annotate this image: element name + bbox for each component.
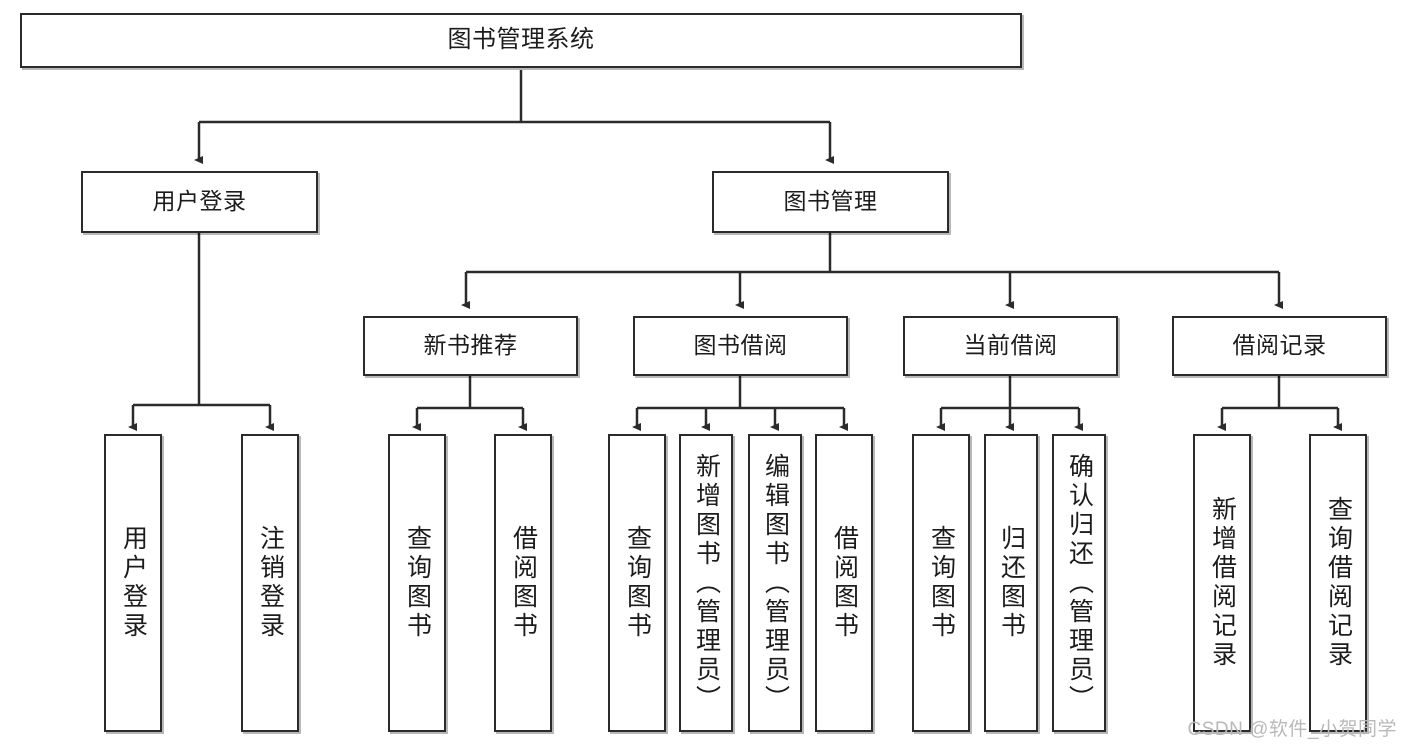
leaf-book-borrow-add-label: 新增图书（管理员） — [692, 452, 721, 714]
node-user-login-label: 用户登录 — [152, 188, 247, 215]
node-book-management-label: 图书管理 — [783, 188, 878, 215]
watermark: CSDN @软件_小贺同学 — [1187, 719, 1397, 740]
leaf-current-borrow-confirm[interactable]: 确认归还（管理员） — [1052, 434, 1106, 732]
leaf-new-book-borrow[interactable]: 借阅图书 — [494, 434, 552, 732]
leaf-new-book-query-label: 查询图书 — [403, 525, 432, 641]
leaf-book-borrow-add[interactable]: 新增图书（管理员） — [679, 434, 733, 732]
leaf-new-book-borrow-label: 借阅图书 — [509, 525, 538, 641]
leaf-current-borrow-confirm-label: 确认归还（管理员） — [1065, 452, 1094, 714]
leaf-book-borrow-edit[interactable]: 编辑图书（管理员） — [748, 434, 802, 732]
node-borrow-record-label: 借阅记录 — [1232, 332, 1327, 359]
leaf-new-book-query[interactable]: 查询图书 — [388, 434, 446, 732]
leaf-borrow-record-query-label: 查询借阅记录 — [1324, 496, 1353, 670]
node-new-book-recommend[interactable]: 新书推荐 — [363, 316, 578, 376]
leaf-book-borrow-borrow[interactable]: 借阅图书 — [815, 434, 873, 732]
leaf-current-borrow-return-label: 归还图书 — [997, 525, 1026, 641]
leaf-current-borrow-query-label: 查询图书 — [927, 525, 956, 641]
leaf-user-login-login-label: 用户登录 — [119, 525, 148, 641]
leaf-borrow-record-add-label: 新增借阅记录 — [1208, 496, 1237, 670]
leaf-user-login-logout[interactable]: 注销登录 — [241, 434, 299, 732]
leaf-current-borrow-query[interactable]: 查询图书 — [912, 434, 970, 732]
leaf-book-borrow-edit-label: 编辑图书（管理员） — [761, 452, 790, 714]
leaf-user-login-login[interactable]: 用户登录 — [104, 434, 162, 732]
node-book-borrow[interactable]: 图书借阅 — [633, 316, 848, 376]
leaf-borrow-record-query[interactable]: 查询借阅记录 — [1309, 434, 1367, 732]
node-borrow-record[interactable]: 借阅记录 — [1172, 316, 1387, 376]
node-book-management[interactable]: 图书管理 — [712, 171, 949, 233]
leaf-borrow-record-add[interactable]: 新增借阅记录 — [1193, 434, 1251, 732]
leaf-current-borrow-return[interactable]: 归还图书 — [984, 434, 1038, 732]
leaf-book-borrow-query[interactable]: 查询图书 — [608, 434, 666, 732]
node-current-borrow-label: 当前借阅 — [963, 332, 1058, 359]
node-book-borrow-label: 图书借阅 — [693, 332, 788, 359]
node-current-borrow[interactable]: 当前借阅 — [903, 316, 1118, 376]
leaf-book-borrow-borrow-label: 借阅图书 — [830, 525, 859, 641]
leaf-user-login-logout-label: 注销登录 — [256, 525, 285, 641]
leaf-book-borrow-query-label: 查询图书 — [623, 525, 652, 641]
node-new-book-recommend-label: 新书推荐 — [423, 332, 518, 359]
node-root-label: 图书管理系统 — [447, 26, 595, 54]
node-user-login[interactable]: 用户登录 — [81, 171, 318, 233]
node-root[interactable]: 图书管理系统 — [20, 13, 1022, 68]
